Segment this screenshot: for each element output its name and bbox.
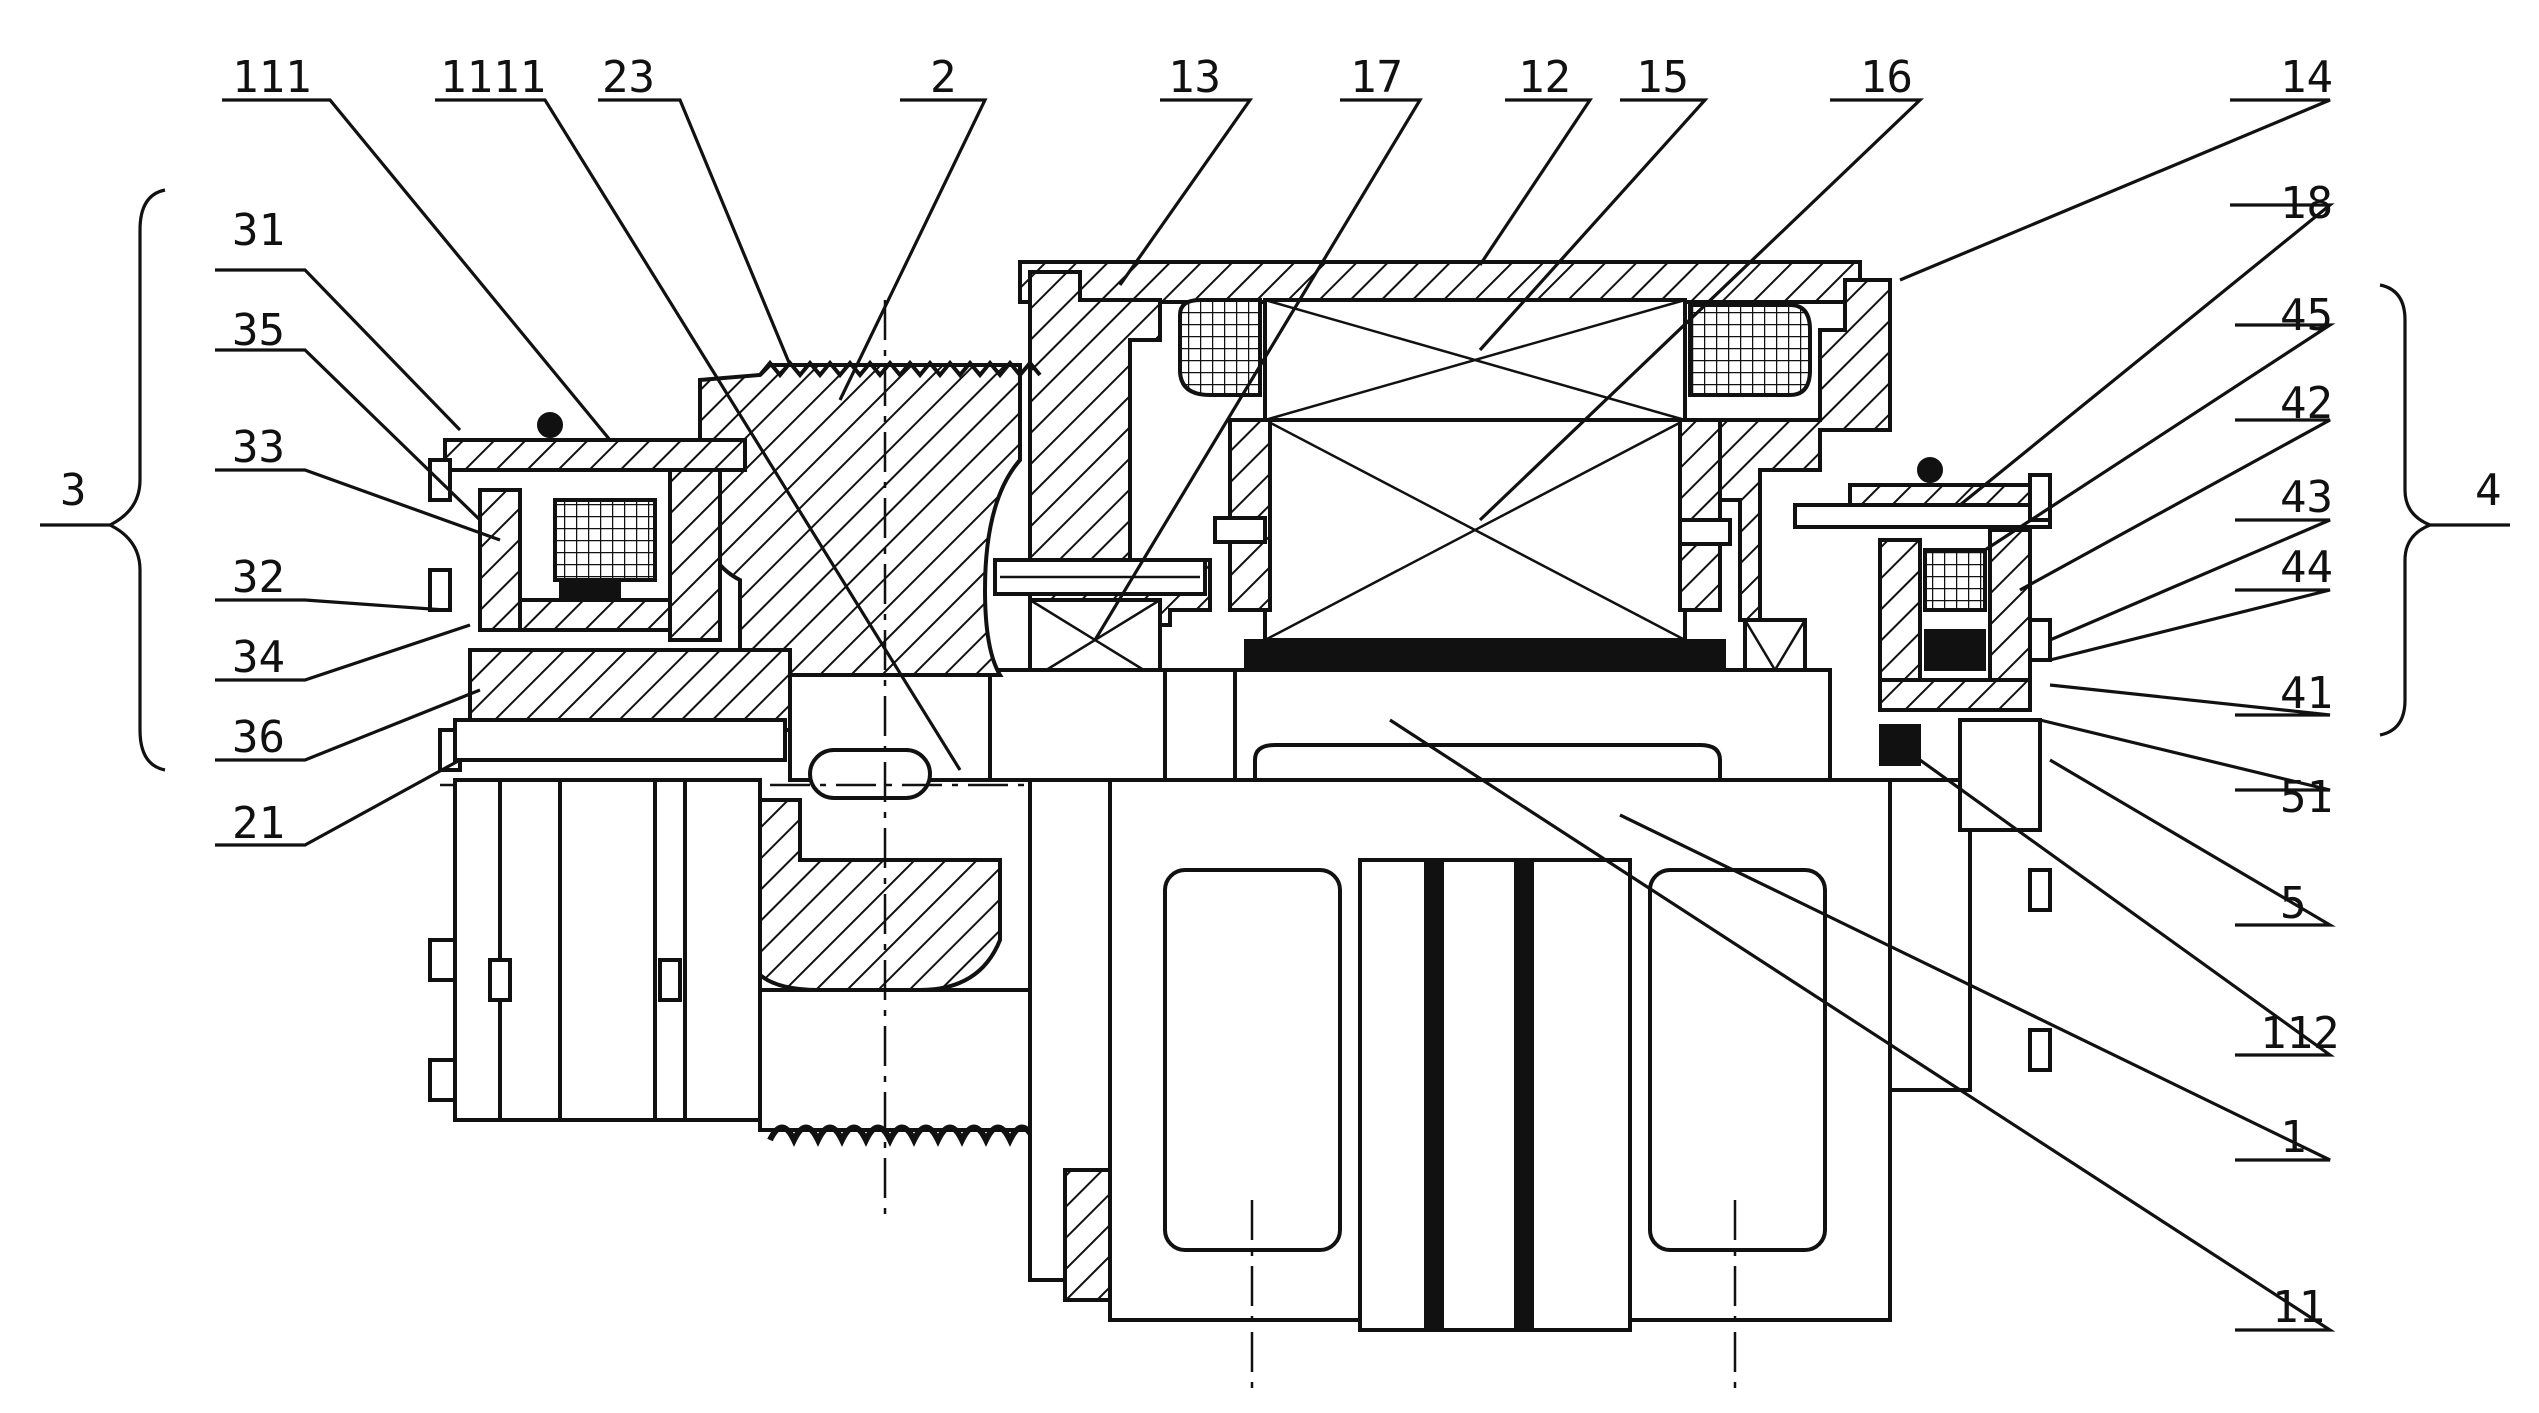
label-2: 2 — [930, 52, 957, 103]
label-5: 5 — [2280, 878, 2307, 929]
label-4: 4 — [2475, 465, 2502, 516]
right-brake-coil — [1925, 550, 1985, 610]
label-44: 44 — [2280, 542, 2333, 593]
label-32: 32 — [232, 552, 285, 603]
label-14: 14 — [2280, 52, 2333, 103]
label-16: 16 — [1860, 52, 1913, 103]
label-12: 12 — [1518, 52, 1571, 103]
winding-end-left — [1180, 300, 1260, 395]
label-45: 45 — [2280, 290, 2333, 341]
label-41: 41 — [2280, 668, 2333, 719]
label-51: 51 — [2280, 772, 2333, 823]
winding-end-right — [1690, 305, 1810, 395]
left-brake-top-plate — [445, 440, 745, 470]
label-21: 21 — [232, 798, 285, 849]
label-23: 23 — [602, 52, 655, 103]
label-18: 18 — [2280, 178, 2333, 229]
label-35: 35 — [232, 305, 285, 356]
label-3: 3 — [60, 465, 87, 516]
label-34: 34 — [232, 632, 285, 683]
pulley-upper — [700, 365, 1020, 690]
label-112: 112 — [2260, 1008, 2339, 1059]
label-42: 42 — [2280, 378, 2333, 429]
label-15: 15 — [1636, 52, 1689, 103]
label-1: 1 — [2280, 1112, 2307, 1163]
label-33: 33 — [232, 422, 285, 473]
housing-top-bar — [1020, 262, 1860, 302]
label-111: 111 — [232, 52, 311, 103]
shaft-key — [810, 750, 930, 798]
label-13: 13 — [1168, 52, 1221, 103]
motor-lower-view — [1030, 780, 1970, 1390]
pulley-teeth-bottom — [770, 1128, 1034, 1141]
top-nut-right — [1918, 458, 1942, 482]
label-31: 31 — [232, 205, 285, 256]
motor-housing — [995, 262, 1890, 720]
label-17: 17 — [1350, 52, 1403, 103]
label-1111: 1111 — [440, 52, 546, 103]
cooling-fin-left — [1165, 870, 1340, 1250]
shaft-body — [790, 670, 1830, 780]
left-brake-coil — [555, 500, 655, 580]
top-nut-left — [538, 413, 562, 437]
label-36: 36 — [232, 712, 285, 763]
rotor-bar — [1245, 640, 1725, 670]
label-11: 11 — [2272, 1282, 2325, 1333]
label-43: 43 — [2280, 472, 2333, 523]
pulley-web — [760, 990, 1030, 1130]
cooling-fin-right — [1650, 870, 1825, 1250]
